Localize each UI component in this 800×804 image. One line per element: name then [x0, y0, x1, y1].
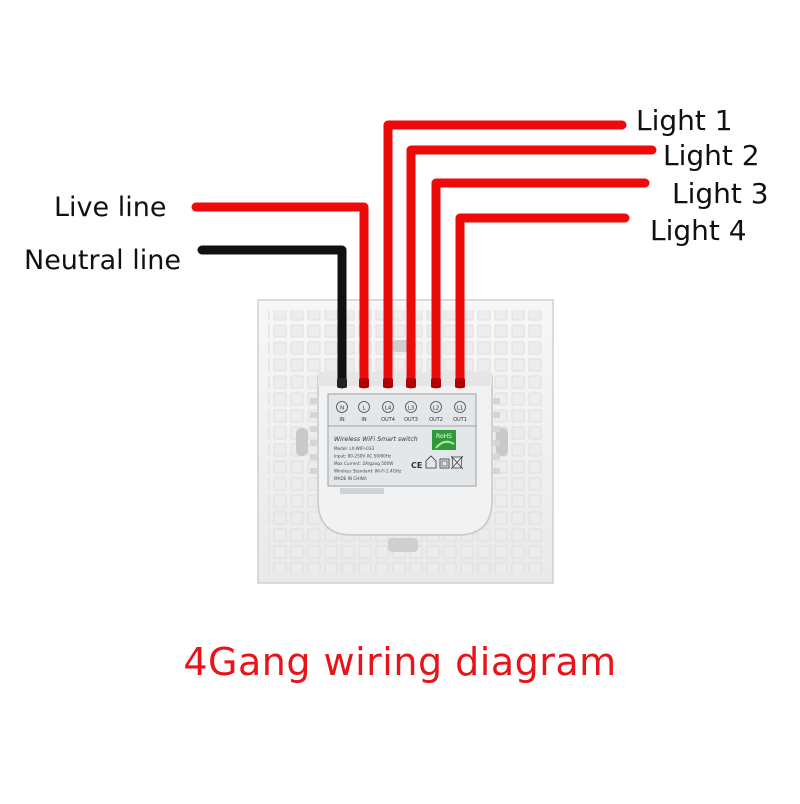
light-1-label: Light 1: [636, 104, 733, 137]
light-4-label: Light 4: [650, 214, 747, 247]
ce-mark: CE: [411, 461, 422, 470]
terminal-label: L4: [385, 406, 392, 412]
neutral-wire: [197, 245, 347, 389]
terminal-label: L2: [433, 406, 440, 412]
home-icon: [425, 455, 437, 469]
sticker-spec-line: MADE IN CHINA: [334, 476, 367, 481]
sticker-spec-line: Model: LX-WIFI-033: [334, 446, 375, 451]
light-4-wire: [455, 213, 630, 389]
terminal-label: L: [362, 406, 366, 412]
svg-text:RoHS: RoHS: [436, 433, 452, 440]
mount-slot-right: [496, 428, 508, 456]
wire-terminal-tip: [359, 378, 369, 388]
weee-bin-icon: [450, 455, 464, 470]
terminal-sublabel: IN: [339, 417, 344, 423]
wire-terminal-tip: [337, 378, 347, 388]
sticker-spec-line: Max Current: 2A/gang 500W: [334, 461, 393, 466]
terminal-label: L1: [457, 406, 464, 412]
wires: [191, 120, 657, 389]
terminal-marker: L IN: [358, 401, 370, 423]
terminal-sublabel: OUT2: [429, 417, 443, 423]
terminal-sublabel: OUT4: [381, 417, 395, 423]
sticker-spec-line: Wireless Standard: Wi-Fi 2.4GHz: [334, 469, 402, 474]
live-wire: [191, 202, 369, 389]
mount-slot-left: [296, 428, 308, 456]
terminal-sublabel: OUT3: [404, 417, 418, 423]
terminal-marker: N IN: [336, 401, 348, 423]
light-2-wire: [406, 145, 657, 389]
terminal-sublabel: OUT1: [453, 417, 467, 423]
light-3-wire: [431, 178, 650, 389]
light-2-label: Light 2: [663, 139, 760, 172]
wire-terminal-tip: [455, 378, 465, 388]
sticker-spec-line: Input: 90-250V AC 50/60Hz: [334, 454, 392, 459]
neutral-line-label: Neutral line: [24, 245, 181, 276]
clip-bottom: [388, 538, 418, 552]
terminal-label: N: [340, 406, 344, 412]
live-line-label: Live line: [54, 192, 167, 223]
rohs-badge: RoHS: [432, 430, 456, 450]
light-3-label: Light 3: [672, 177, 769, 210]
terminal-label: L3: [408, 406, 415, 412]
square-icon: [439, 458, 450, 469]
wire-terminal-tip: [383, 378, 393, 388]
light-1-wire: [383, 120, 627, 389]
terminal-sublabel: IN: [361, 417, 366, 423]
sticker-title: Wireless WiFi Smart switch: [334, 435, 418, 443]
diagram-caption: 4Gang wiring diagram: [183, 640, 617, 684]
wire-terminal-tip: [406, 378, 416, 388]
wire-terminal-tip: [431, 378, 441, 388]
